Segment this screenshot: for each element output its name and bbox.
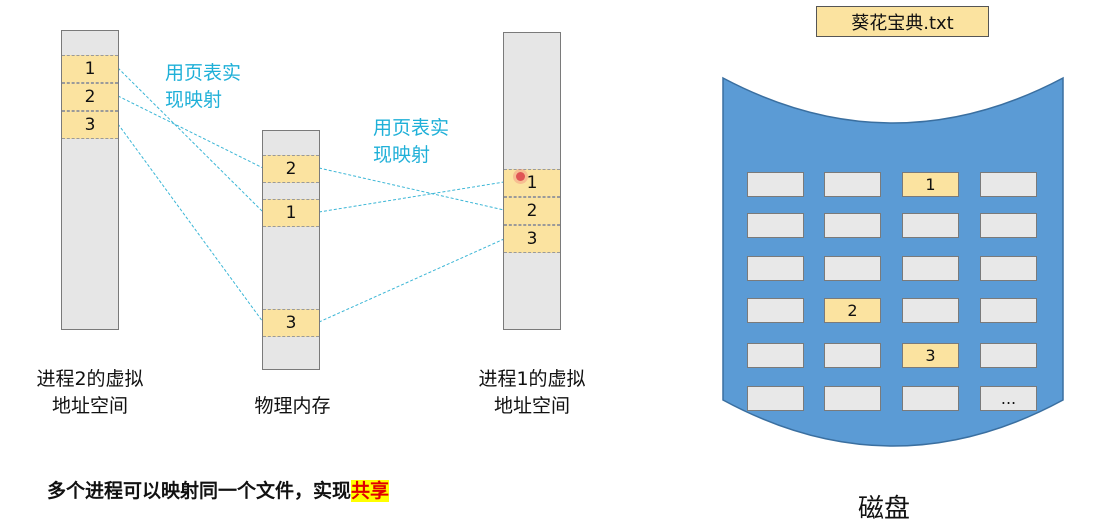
process2-virtual-space: 1 2 3 xyxy=(61,30,119,330)
disk-block xyxy=(747,213,804,238)
disk-caption: 磁盘 xyxy=(858,494,911,524)
map-line-p1-1 xyxy=(318,181,505,213)
disk-block xyxy=(824,343,881,368)
disk-block xyxy=(902,298,959,323)
disk-block: 1 xyxy=(902,172,959,197)
sharing-highlight: 共享 xyxy=(351,480,390,502)
mapping-label-left-line2: 现映射 xyxy=(165,89,223,111)
physical-memory: 2 1 3 xyxy=(262,130,320,370)
sharing-statement: 多个进程可以映射同一个文件，实现共享 xyxy=(47,476,390,503)
page-table-mapping-label-left: 用页表实 现映射 xyxy=(165,60,241,114)
disk-block xyxy=(980,343,1037,368)
mapping-label-right-line2: 现映射 xyxy=(373,144,431,166)
process1-page-1: 1 xyxy=(504,169,560,197)
map-line-p1-2 xyxy=(318,167,505,211)
process1-caption-line2: 地址空间 xyxy=(493,395,570,417)
disk-block xyxy=(824,256,881,281)
physical-memory-caption: 物理内存 xyxy=(254,395,331,417)
disk-block xyxy=(747,343,804,368)
process1-virtual-space: 1 2 3 xyxy=(503,32,561,330)
disk-block xyxy=(980,172,1037,197)
process2-page-3: 3 xyxy=(62,111,118,139)
process2-page-2: 2 xyxy=(62,83,118,111)
disk-block xyxy=(902,213,959,238)
physical-page-2: 2 xyxy=(263,155,319,183)
process2-caption: 进程2的虚拟 地址空间 xyxy=(20,366,160,420)
disk-block: 3 xyxy=(902,343,959,368)
mapping-label-right-line1: 用页表实 xyxy=(373,117,450,139)
process1-page-2: 2 xyxy=(504,197,560,225)
disk-block xyxy=(980,213,1037,238)
mapping-label-left-line1: 用页表实 xyxy=(165,62,242,84)
file-name-label: 葵花宝典.txt xyxy=(816,6,989,37)
physical-page-3: 3 xyxy=(263,309,319,337)
process1-page-3: 3 xyxy=(504,225,560,253)
disk-block xyxy=(747,172,804,197)
mouse-pointer-indicator xyxy=(516,172,525,181)
disk-block xyxy=(747,298,804,323)
map-line-p2-1 xyxy=(117,67,264,213)
process1-caption-line1: 进程1的虚拟 xyxy=(478,368,586,390)
disk-block xyxy=(824,172,881,197)
disk-block: 2 xyxy=(824,298,881,323)
map-line-p2-2 xyxy=(117,95,264,169)
disk-block xyxy=(902,386,959,411)
disk-block: ... xyxy=(980,386,1037,411)
disk-block xyxy=(902,256,959,281)
process2-caption-line1: 进程2的虚拟 xyxy=(36,368,144,390)
disk-block xyxy=(824,213,881,238)
disk-block xyxy=(980,256,1037,281)
map-line-p2-3 xyxy=(117,123,264,323)
disk-block xyxy=(747,256,804,281)
process2-caption-line2: 地址空间 xyxy=(51,395,128,417)
disk-block xyxy=(824,386,881,411)
physical-page-1: 1 xyxy=(263,199,319,227)
page-table-mapping-label-right: 用页表实 现映射 xyxy=(373,115,449,169)
map-line-p1-3 xyxy=(318,238,505,323)
disk-block xyxy=(747,386,804,411)
disk-block xyxy=(980,298,1037,323)
process1-caption: 进程1的虚拟 地址空间 xyxy=(462,366,602,420)
sharing-statement-text: 多个进程可以映射同一个文件，实现 xyxy=(47,480,352,502)
process2-page-1: 1 xyxy=(62,55,118,83)
